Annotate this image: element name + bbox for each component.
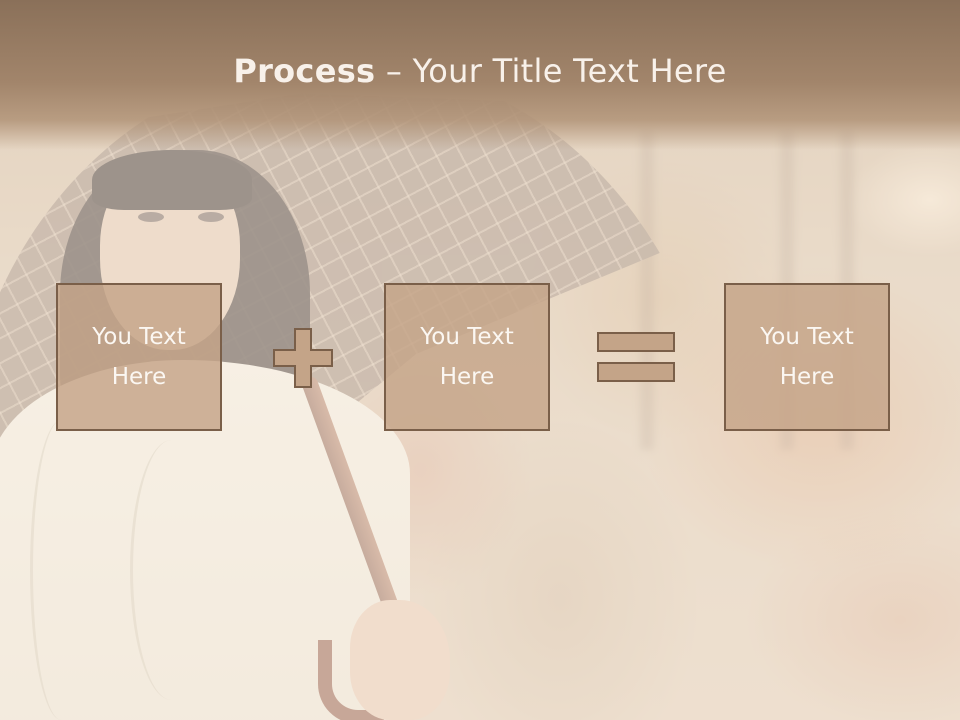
process-box-3[interactable]: You Text Here	[724, 283, 890, 431]
process-box-label: You Text Here	[760, 324, 854, 390]
process-box-1[interactable]: You Text Here	[56, 283, 222, 431]
slide-title[interactable]: Process – Your Title Text Here	[0, 52, 960, 90]
process-box-label: You Text Here	[420, 324, 514, 390]
title-rest: – Your Title Text Here	[375, 52, 727, 90]
plus-icon	[273, 328, 333, 388]
title-bold: Process	[233, 52, 376, 90]
title-bar	[0, 0, 960, 150]
process-box-2[interactable]: You Text Here	[384, 283, 550, 431]
process-box-label: You Text Here	[92, 324, 186, 390]
equals-icon	[597, 332, 675, 382]
